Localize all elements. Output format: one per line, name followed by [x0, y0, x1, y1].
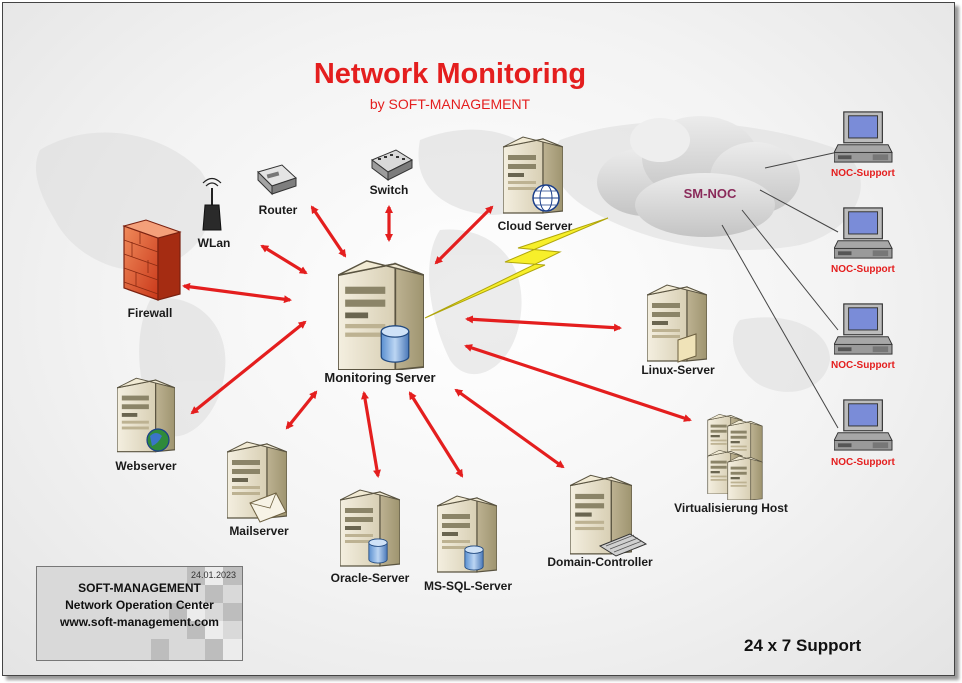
info-company-name: SOFT-MANAGEMENT — [78, 581, 201, 595]
oracle-server-icon — [340, 489, 400, 567]
label-switch: Switch — [369, 183, 409, 197]
arrow-firewall — [182, 282, 292, 304]
arrow-ms-sql-server — [408, 391, 464, 478]
label-webserver: Webserver — [115, 459, 177, 473]
firewall-icon — [122, 219, 182, 301]
info-date: 24.01.2023 — [190, 570, 236, 580]
noc-connection-lines — [721, 151, 839, 429]
linux-server-icon — [647, 284, 707, 363]
arrow-router — [310, 205, 347, 258]
router-icon — [257, 164, 297, 196]
cloud-server-icon — [503, 136, 563, 214]
label-router: Router — [258, 203, 298, 217]
mailserver-icon — [227, 441, 287, 523]
label-oracle-server: Oracle-Server — [330, 571, 410, 585]
label-monitoring-server: Monitoring Server — [324, 370, 436, 385]
sm-noc-cloud — [597, 116, 800, 237]
arrow-wlan — [260, 244, 308, 275]
label-domain-controller: Domain-Controller — [547, 555, 653, 569]
page-title: Network Monitoring — [313, 58, 587, 90]
arrow-mailserver — [285, 390, 318, 430]
label-ms-sql-server: MS-SQL-Server — [423, 579, 513, 593]
label-mailserver: Mailserver — [229, 524, 289, 538]
label-noc-support: NOC-Support — [831, 264, 895, 275]
company-info-box: 24.01.2023 SOFT-MANAGEMENT Network Opera… — [36, 566, 243, 661]
label-noc-support: NOC-Support — [831, 168, 895, 179]
label-linux-server: Linux-Server — [641, 363, 715, 377]
support-label: 24 x 7 Support — [744, 636, 862, 655]
info-website: www.soft-management.com — [60, 615, 219, 629]
lightning-bolt-icon — [424, 217, 609, 319]
virtualisierung-host-icon — [707, 413, 763, 500]
domain-controller-icon — [570, 474, 648, 557]
wlan-icon — [202, 177, 222, 231]
label-firewall: Firewall — [127, 306, 173, 320]
arrow-oracle-server — [361, 391, 381, 478]
webserver-icon — [117, 377, 175, 453]
arrow-webserver — [190, 320, 307, 415]
monitoring-server-icon — [338, 260, 424, 370]
arrow-linux-server — [465, 315, 622, 332]
arrow-domain-controller — [454, 388, 565, 469]
label-sm-noc: SM-NOC — [683, 186, 737, 201]
label-noc-support: NOC-Support — [831, 457, 895, 468]
label-virtualisierung-host: Virtualisierung Host — [674, 501, 788, 515]
info-department: Network Operation Center — [65, 598, 214, 612]
connection-arrows — [182, 205, 692, 478]
arrow-cloud-server — [434, 205, 494, 265]
arrow-virtualisierung-host — [464, 344, 692, 422]
ms-sql-server-icon — [437, 495, 497, 573]
page-subtitle: by SOFT-MANAGEMENT — [369, 96, 531, 112]
label-cloud-server: Cloud Server — [497, 219, 573, 233]
label-noc-support: NOC-Support — [831, 360, 895, 371]
checker-pattern — [151, 567, 242, 660]
switch-icon — [371, 149, 414, 181]
label-wlan: WLan — [197, 236, 231, 250]
